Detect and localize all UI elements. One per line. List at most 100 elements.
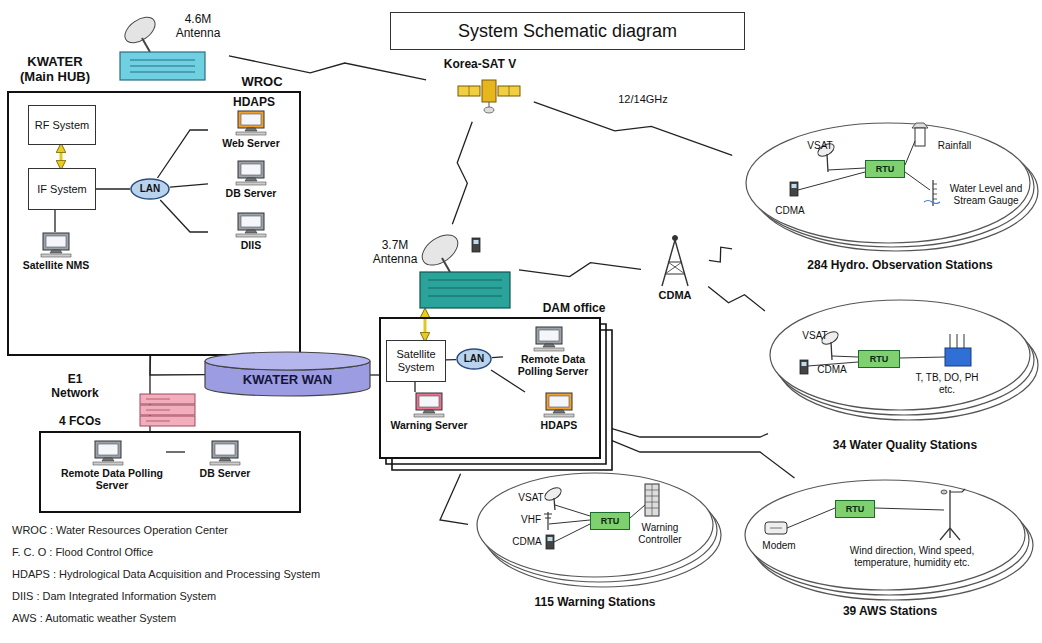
office-frame-part bbox=[146, 410, 170, 411]
node-text: VSAT bbox=[800, 140, 840, 152]
computer-icon: Web Server bbox=[208, 110, 294, 150]
cdma-tower-part bbox=[673, 236, 678, 241]
computer-icon: Warning Server bbox=[384, 392, 474, 436]
office-frame-part bbox=[40, 432, 300, 512]
connector-line bbox=[446, 359, 456, 361]
station-group-part bbox=[905, 172, 930, 190]
node-text: 3.7M Antenna bbox=[370, 238, 420, 266]
node-text: Warning Controller bbox=[628, 522, 692, 546]
station-group-part bbox=[746, 123, 1030, 243]
office-frame-part bbox=[140, 405, 195, 415]
system-box: Satellite System bbox=[386, 340, 446, 382]
lan-ellipse-part bbox=[457, 349, 491, 369]
label-text: WROC : Water Resources Operation Center bbox=[12, 524, 432, 537]
station-group-part bbox=[832, 356, 858, 357]
antenna-hub-part bbox=[130, 66, 195, 67]
office-stack-part bbox=[380, 318, 612, 470]
station-group-part bbox=[828, 168, 865, 170]
connector-line bbox=[612, 441, 794, 478]
node-text: CDMA bbox=[770, 205, 810, 217]
satellite-part bbox=[469, 86, 470, 96]
node-text: Korea-SAT V bbox=[430, 57, 530, 71]
node-text: VSAT bbox=[515, 492, 547, 504]
node-text: 115 Warning Stations bbox=[520, 595, 670, 609]
lan-ellipse-part bbox=[457, 349, 491, 369]
radio-link bbox=[709, 247, 732, 262]
node-text: Wind direction, Wind speed, temperature,… bbox=[842, 545, 982, 569]
antenna-hub-part bbox=[142, 38, 150, 52]
satellite-part bbox=[458, 86, 480, 96]
cdma-tower-part bbox=[665, 262, 682, 274]
computer-icon-part bbox=[210, 441, 240, 465]
node-text: KWATER WAN bbox=[243, 373, 332, 388]
computer-icon-part bbox=[544, 414, 574, 417]
label-text: E1 Network bbox=[46, 372, 104, 400]
station-group-part bbox=[950, 489, 965, 492]
rtu-box: RTU bbox=[590, 512, 630, 530]
satellite-part bbox=[484, 107, 494, 113]
connector-line bbox=[157, 130, 208, 178]
station-group-part bbox=[477, 473, 721, 587]
node-text: RTU bbox=[846, 504, 865, 514]
station-group-part bbox=[546, 535, 554, 549]
connector-line bbox=[60, 145, 63, 168]
computer-icon-part bbox=[238, 111, 264, 128]
node-text: 34 Water Quality Stations bbox=[800, 438, 1010, 452]
node-text: CDMA bbox=[812, 364, 852, 376]
station-group-drawing bbox=[768, 296, 1040, 458]
lan-ellipse-part bbox=[131, 179, 169, 199]
computer-icon-part bbox=[536, 327, 562, 344]
radio-link bbox=[452, 122, 472, 224]
station-group-part bbox=[790, 182, 798, 196]
station-group-part bbox=[933, 189, 937, 190]
lan-ellipse-part bbox=[131, 179, 169, 199]
satellite-part bbox=[482, 80, 496, 102]
satellite-part bbox=[498, 86, 520, 96]
wan-cylinder: KWATER WAN bbox=[205, 352, 370, 396]
computer-icon: DIIS bbox=[208, 212, 294, 252]
station-group-part bbox=[543, 485, 564, 503]
station-group: RTU115 Warning StationsVSATVHFCDMAWarnin… bbox=[472, 476, 722, 614]
computer-icon-part bbox=[43, 233, 69, 250]
station-group-part bbox=[798, 172, 865, 190]
antenna-building-part bbox=[428, 288, 502, 289]
computer-icon-part bbox=[210, 462, 240, 465]
system-box: IF System bbox=[28, 168, 96, 210]
computer-icon-part bbox=[93, 441, 123, 465]
computer-icon-part bbox=[539, 330, 559, 341]
wan-cylinder-part bbox=[205, 352, 370, 396]
edge-label: 12/14GHz bbox=[616, 93, 670, 105]
cdma-tower-part bbox=[668, 262, 685, 274]
connector-line bbox=[170, 184, 208, 187]
computer-icon-part bbox=[241, 216, 261, 227]
node-text: Modem bbox=[758, 540, 800, 552]
antenna-building-part bbox=[472, 238, 480, 252]
office-frame-part bbox=[146, 421, 170, 422]
node-text: 39 AWS Stations bbox=[835, 604, 945, 618]
rtu-box: RTU bbox=[865, 160, 905, 178]
computer-icon-part bbox=[416, 393, 442, 410]
node-text: WROC bbox=[232, 74, 292, 89]
radio-link bbox=[519, 263, 641, 277]
antenna-building: 3.7M Antenna bbox=[370, 228, 515, 310]
computer-icon-part bbox=[534, 348, 564, 351]
station-group-part bbox=[933, 199, 937, 200]
computer-icon-part bbox=[212, 441, 238, 458]
station-group-part bbox=[554, 498, 555, 510]
node-text: Rainfall bbox=[932, 140, 977, 152]
center-frame-part bbox=[8, 92, 300, 355]
station-group-part bbox=[940, 528, 950, 540]
station-group: RTU34 Water Quality StationsVSATCDMAT, T… bbox=[768, 296, 1040, 458]
station-group-drawing bbox=[472, 476, 722, 614]
computer-icon: Remote Data Polling Server bbox=[58, 440, 166, 498]
computer-icon-part bbox=[41, 233, 71, 257]
station-group-part bbox=[950, 528, 960, 540]
antenna-hub-part bbox=[130, 72, 195, 73]
station-group: RTU284 Hydro. Observation StationsVSATCD… bbox=[736, 118, 1040, 278]
office-frame: Remote Data Polling ServerDB Server4 FCO… bbox=[40, 432, 300, 512]
node-text: HDAPS bbox=[541, 419, 578, 431]
computer-icon-part bbox=[245, 230, 257, 233]
computer-icon-part bbox=[215, 444, 235, 455]
computer-icon-part bbox=[546, 393, 572, 410]
